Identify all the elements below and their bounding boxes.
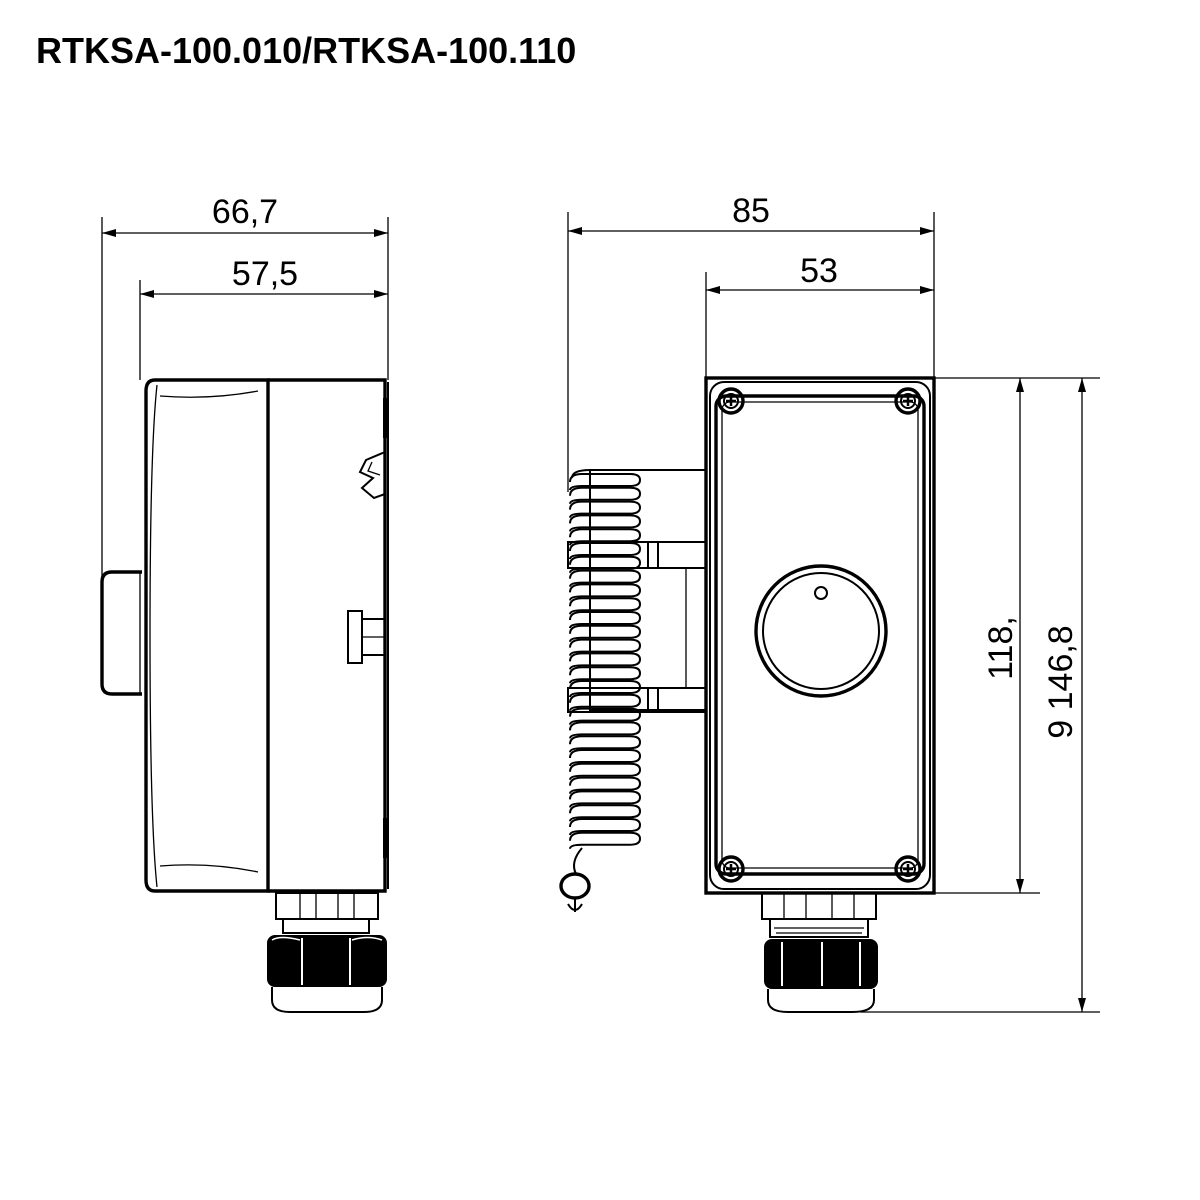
- screw-top-right: [894, 387, 922, 415]
- coil-turn: [569, 597, 642, 615]
- capillary-spring-coil: [569, 469, 642, 849]
- coil-turn: [569, 776, 642, 794]
- coil-turn: [569, 611, 642, 629]
- drawing-title: RTKSA-100.010/RTKSA-100.110: [36, 30, 577, 71]
- screw-bottom-left: [717, 855, 745, 883]
- coil-turn: [569, 707, 642, 725]
- side-view: 66,7 57,5: [100, 193, 389, 1013]
- dim-side-body-width: 57,5: [232, 255, 298, 293]
- coil-turn: [569, 624, 642, 642]
- dim-front-total-height: 9 146,8: [1042, 625, 1080, 738]
- coil-turn: [569, 500, 642, 518]
- dim-side-total-width: 66,7: [212, 193, 278, 231]
- screw-bottom-right: [894, 855, 922, 883]
- coil-turn: [569, 583, 642, 601]
- coil-turn: [569, 693, 642, 711]
- coil-turn: [569, 486, 642, 504]
- coil-turn: [569, 514, 642, 532]
- coil-turn: [569, 652, 642, 670]
- dim-front-body-height: 118,: [982, 616, 1020, 680]
- coil-turn: [569, 804, 642, 822]
- coil-turn: [569, 762, 642, 780]
- dim-front-body-width: 53: [800, 252, 838, 290]
- coil-turn: [569, 680, 642, 698]
- coil-turn: [569, 528, 642, 546]
- coil-turn: [569, 473, 642, 491]
- coil-turn: [569, 831, 642, 849]
- coil-turn: [569, 555, 642, 573]
- coil-turn: [569, 569, 642, 587]
- coil-turn: [569, 818, 642, 836]
- coil-turn: [569, 749, 642, 767]
- coil-lead: [571, 469, 591, 479]
- front-view: 85 53 118, 9 146,8: [559, 192, 1100, 1013]
- dim-front-total-width: 85: [732, 192, 770, 230]
- coil-turn: [569, 790, 642, 808]
- coil-turn: [569, 721, 642, 739]
- coil-turn: [569, 542, 642, 560]
- coil-turn: [569, 735, 642, 753]
- coil-turn: [569, 638, 642, 656]
- coil-turn: [569, 666, 642, 684]
- screw-top-left: [717, 387, 745, 415]
- setpoint-knob: [754, 564, 888, 698]
